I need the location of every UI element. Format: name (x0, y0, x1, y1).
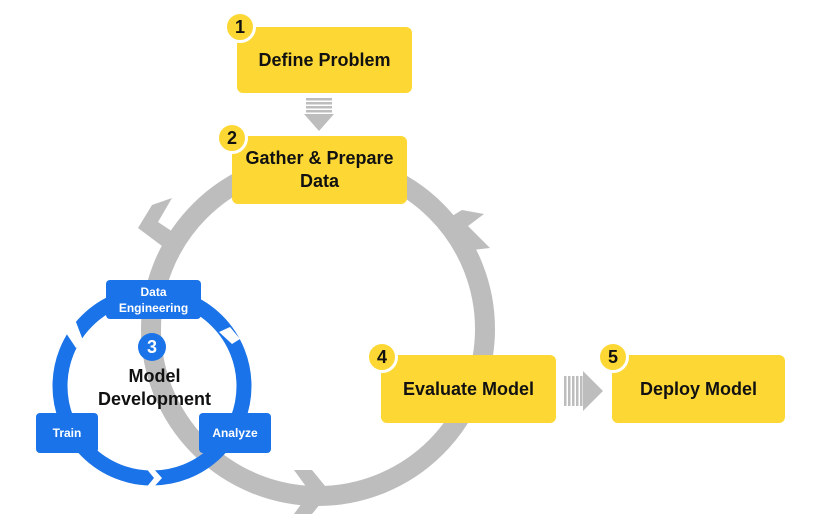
step-1-number: 1 (234, 16, 245, 37)
dev-analyze-label: Analyze (212, 426, 258, 440)
dev-data-engineering-label: Data Engineering (118, 284, 189, 315)
step-3-badge: 3 (138, 333, 166, 361)
dev-cycle-chevron-bottom (145, 467, 162, 489)
outer-cycle-chevron-left (138, 198, 182, 246)
step-4-badge: 4 (366, 341, 398, 373)
step-gather-prepare-data-label: Gather & Prepare Data (245, 148, 394, 191)
step-2-badge: 2 (216, 122, 248, 154)
step-define-problem: Define Problem (237, 27, 412, 93)
dev-cycle-chevron-left (64, 322, 84, 348)
step-evaluate-model-label: Evaluate Model (402, 378, 535, 399)
dev-train-label: Train (52, 426, 82, 440)
step-evaluate-model: Evaluate Model (381, 355, 556, 423)
step-model-development-text: Model Development (97, 366, 212, 409)
arrow-step4-to-step5 (564, 371, 603, 411)
step-1-badge: 1 (224, 11, 256, 43)
dev-cycle-chevron-right (219, 327, 240, 344)
outer-cycle-chevron-right (442, 210, 490, 250)
dev-train: Train (36, 413, 98, 453)
step-5-number: 5 (607, 346, 618, 367)
step-define-problem-label: Define Problem (258, 49, 391, 70)
step-gather-prepare-data: Gather & Prepare Data (232, 136, 407, 204)
step-2-number: 2 (226, 127, 237, 148)
arrow-step1-to-step2 (304, 98, 334, 131)
step-model-development-label: Model Development (92, 365, 217, 411)
dev-analyze: Analyze (199, 413, 271, 453)
step-deploy-model-label: Deploy Model (639, 378, 757, 399)
outer-cycle-chevron-bottom (294, 470, 330, 514)
dev-data-engineering: Data Engineering (106, 280, 201, 319)
step-5-badge: 5 (597, 341, 629, 373)
step-3-number: 3 (146, 336, 157, 357)
step-4-number: 4 (376, 346, 387, 367)
step-deploy-model: Deploy Model (612, 355, 785, 423)
